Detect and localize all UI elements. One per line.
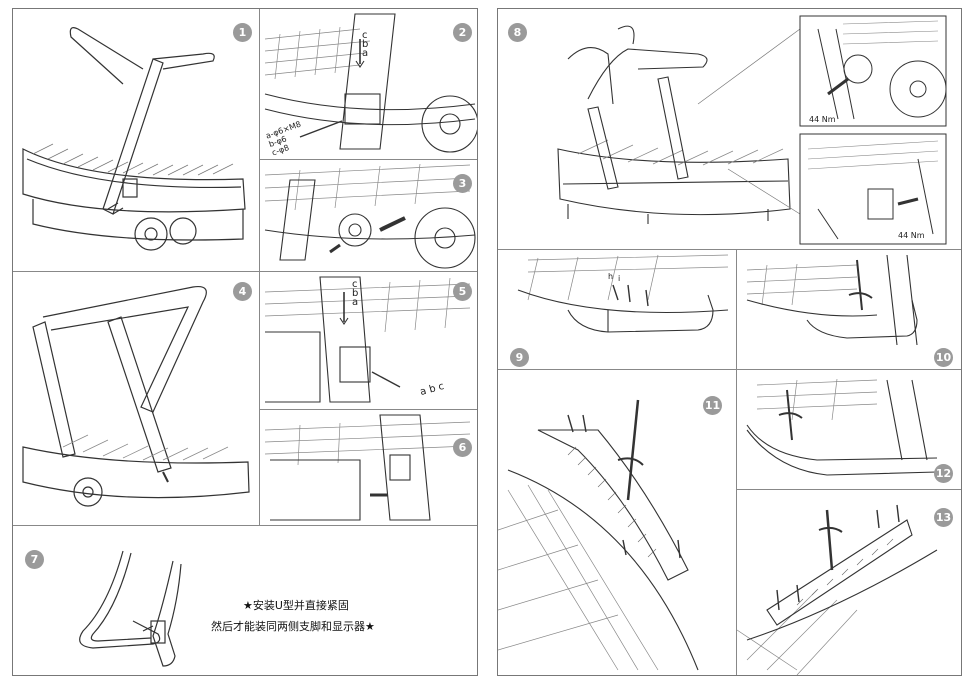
step-3-badge: 3 [453, 174, 472, 193]
step-13-illustration [737, 504, 938, 675]
step-9-label-i: i [618, 274, 621, 283]
step-2-label-c: c [362, 30, 368, 41]
step-2-badge: 2 [453, 23, 472, 42]
step-3-illustration [264, 163, 476, 269]
step-1-badge: 1 [233, 23, 252, 42]
step-6-badge: 6 [453, 438, 472, 457]
right-horizontal-divider-3 [736, 489, 961, 490]
step-4-panel: 4 [13, 272, 259, 525]
step-8-torque-top: 44 Nm [809, 115, 836, 124]
left-horizontal-divider-2 [13, 525, 477, 526]
step-6-illustration [264, 414, 471, 521]
step-11-panel: 11 [498, 370, 736, 675]
step-5-illustration [264, 276, 471, 403]
step-7-illustration [79, 550, 182, 667]
step-5-label-b: b [352, 288, 359, 299]
step-8-panel: 44 Nm 44 Nm 8 [498, 9, 961, 249]
left-vertical-divider [259, 9, 260, 525]
left-instruction-page: 1 c b a a-φ6×M8 b-φ6 [12, 8, 478, 676]
left-horizontal-divider-1 [13, 271, 477, 272]
step-13-panel: 13 [737, 490, 961, 675]
step-12-badge: 12 [934, 464, 953, 483]
step-1-panel: 1 [13, 9, 259, 271]
step-12-panel: 12 [737, 370, 961, 489]
step-4-illustration [22, 285, 250, 507]
step-9-badge: 9 [510, 348, 529, 367]
step-5-label-a: a [352, 297, 359, 308]
step-2-illustration [264, 13, 477, 153]
step-5-side-b: b [428, 383, 437, 396]
step-7-badge: 7 [25, 550, 44, 569]
step-1-illustration [22, 27, 246, 251]
step-7-panel: ★安装U型并直接紧固 然后才能装同两侧支脚和显示器★ 7 [13, 526, 477, 675]
step-5-label-c: c [352, 279, 358, 290]
step-9-label-h: h [608, 272, 614, 281]
step-9-illustration [517, 254, 729, 333]
step-13-badge: 13 [934, 508, 953, 527]
left-horizontal-divider-3 [259, 159, 477, 160]
right-horizontal-divider-2 [498, 369, 961, 370]
step-4-badge: 4 [233, 282, 252, 301]
step-7-note-line2: 然后才能装同两侧支脚和显示器★ [211, 620, 375, 633]
right-vertical-divider [736, 249, 737, 675]
step-5-top-labels: c b a [352, 279, 359, 308]
step-10-badge: 10 [934, 348, 953, 367]
step-2-label-a: a [362, 48, 369, 59]
step-11-badge: 11 [703, 396, 722, 415]
step-2-part-labels: c b a [362, 30, 369, 59]
step-11-illustration [498, 399, 699, 671]
right-instruction-page: 44 Nm 44 Nm 8 h i 9 [497, 8, 962, 676]
step-2-label-b: b [362, 39, 369, 50]
step-3-panel: 3 [260, 160, 477, 271]
left-horizontal-divider-4 [259, 409, 477, 410]
right-horizontal-divider-1 [498, 249, 961, 250]
step-8-illustration [557, 15, 947, 245]
step-8-badge: 8 [508, 23, 527, 42]
step-6-panel: 6 [260, 410, 477, 525]
step-10-panel: 10 [737, 250, 961, 369]
step-5-badge: 5 [453, 282, 472, 301]
step-5-panel: c b a a b c 5 [260, 272, 477, 409]
step-8-torque-bottom: 44 Nm [898, 231, 925, 240]
step-2-panel: c b a a-φ6×M8 b-φ6 c-φ8 2 [260, 9, 477, 159]
step-7-note-line1: ★安装U型并直接紧固 [243, 599, 349, 612]
step-10-illustration [746, 254, 918, 346]
step-12-illustration [746, 378, 938, 476]
step-9-panel: h i 9 [498, 250, 736, 369]
